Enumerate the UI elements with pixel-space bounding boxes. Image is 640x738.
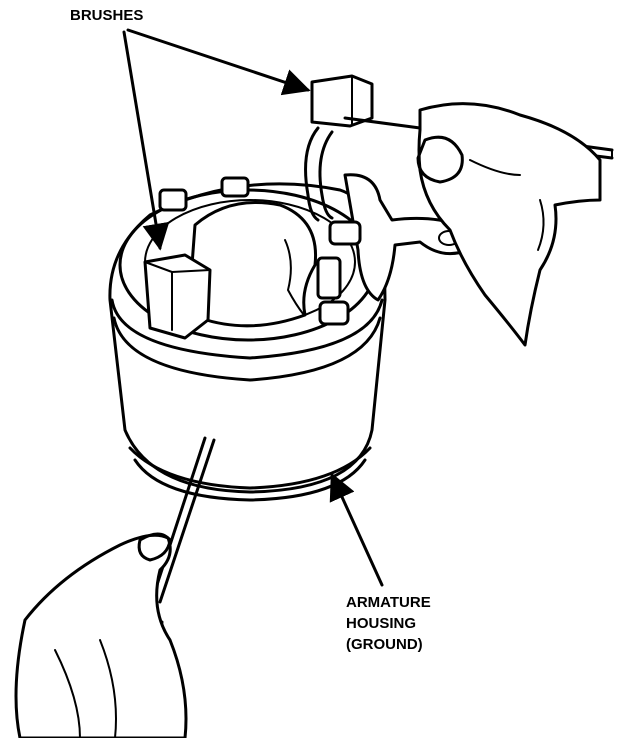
right-hand bbox=[416, 102, 602, 347]
brush-lead-wire bbox=[304, 126, 334, 222]
brushes-label-text: BRUSHES bbox=[70, 7, 144, 24]
housing-label-line-2: HOUSING bbox=[346, 615, 417, 632]
brushes-label: BRUSHES bbox=[70, 5, 143, 26]
upper-brush bbox=[310, 74, 374, 128]
left-brush bbox=[143, 253, 212, 340]
leader-arrows bbox=[122, 28, 384, 587]
housing-label-line-1: ARMATURE bbox=[346, 594, 431, 611]
left-hand bbox=[14, 532, 188, 738]
rim-connectors bbox=[158, 176, 362, 326]
brushes-arrow-left bbox=[122, 30, 170, 251]
armature-housing-label: ARMATURE HOUSING (GROUND) bbox=[346, 592, 431, 655]
housing-arrow bbox=[329, 472, 384, 587]
brushes-arrow-upper bbox=[126, 28, 311, 96]
housing-label-line-3: (GROUND) bbox=[346, 636, 423, 653]
